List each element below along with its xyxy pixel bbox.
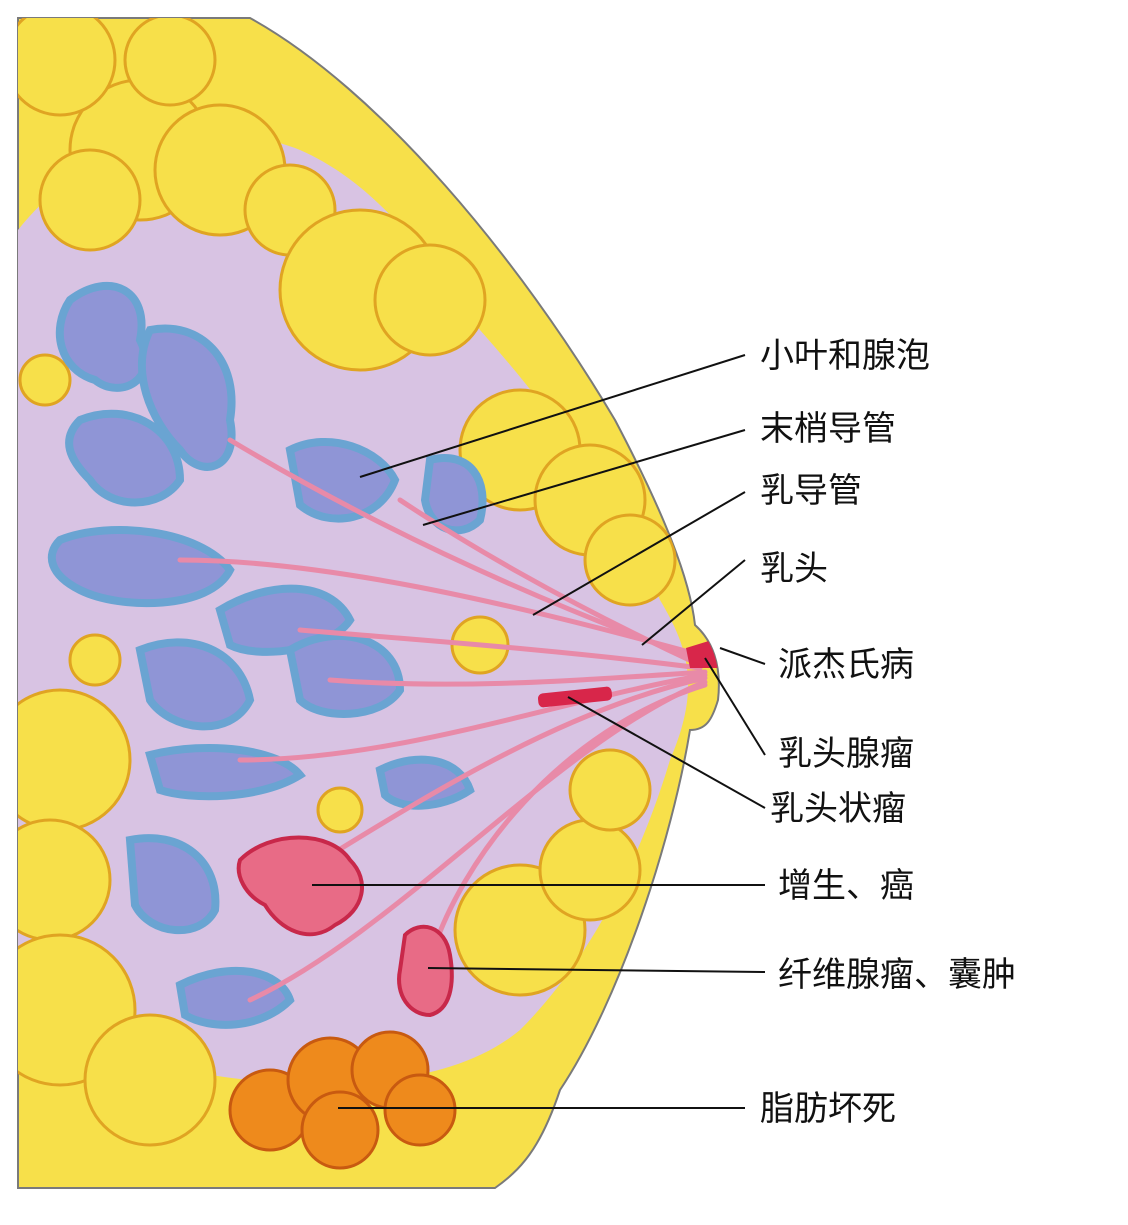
lesions xyxy=(236,640,719,1018)
leader-terminal-duct xyxy=(422,429,746,526)
label-nipple-adenoma: 乳头腺瘤 xyxy=(778,734,914,774)
leader-lactiferous-duct xyxy=(532,491,746,616)
lobules xyxy=(47,281,487,1029)
label-paget: 派杰氏病 xyxy=(778,645,914,685)
hyperplasia-lesion xyxy=(236,835,364,937)
label-papilloma: 乳头状瘤 xyxy=(770,789,906,829)
leader-nipple xyxy=(641,559,746,646)
breast-body xyxy=(17,17,720,1189)
label-lactiferous-duct: 乳导管 xyxy=(760,471,862,511)
labels: 小叶和腺泡 末梢导管 乳导管 乳头 派杰氏病 乳头腺瘤 乳头状瘤 增生、癌 纤维… xyxy=(760,336,1016,1129)
label-nipple: 乳头 xyxy=(760,549,828,589)
fat-necrosis-region xyxy=(228,1030,457,1170)
leader-lobules xyxy=(359,354,746,478)
fibroadenoma-lesion xyxy=(397,924,454,1018)
leader-fibroadenoma xyxy=(427,967,766,973)
label-fat-necrosis: 脂肪坏死 xyxy=(760,1089,896,1129)
papilloma-lesion xyxy=(537,686,613,708)
label-terminal-duct: 末梢导管 xyxy=(760,409,896,449)
label-lobules: 小叶和腺泡 xyxy=(760,336,930,376)
leader-papilloma xyxy=(567,696,766,809)
ducts xyxy=(177,437,708,1003)
leader-paget xyxy=(719,647,766,665)
label-hyperplasia: 增生、癌 xyxy=(778,866,914,906)
label-fibroadenoma: 纤维腺瘤、囊肿 xyxy=(778,955,1016,995)
leader-lines xyxy=(312,354,766,1109)
fat-tissue xyxy=(18,18,677,1147)
leader-nipple-adenoma xyxy=(704,657,766,756)
